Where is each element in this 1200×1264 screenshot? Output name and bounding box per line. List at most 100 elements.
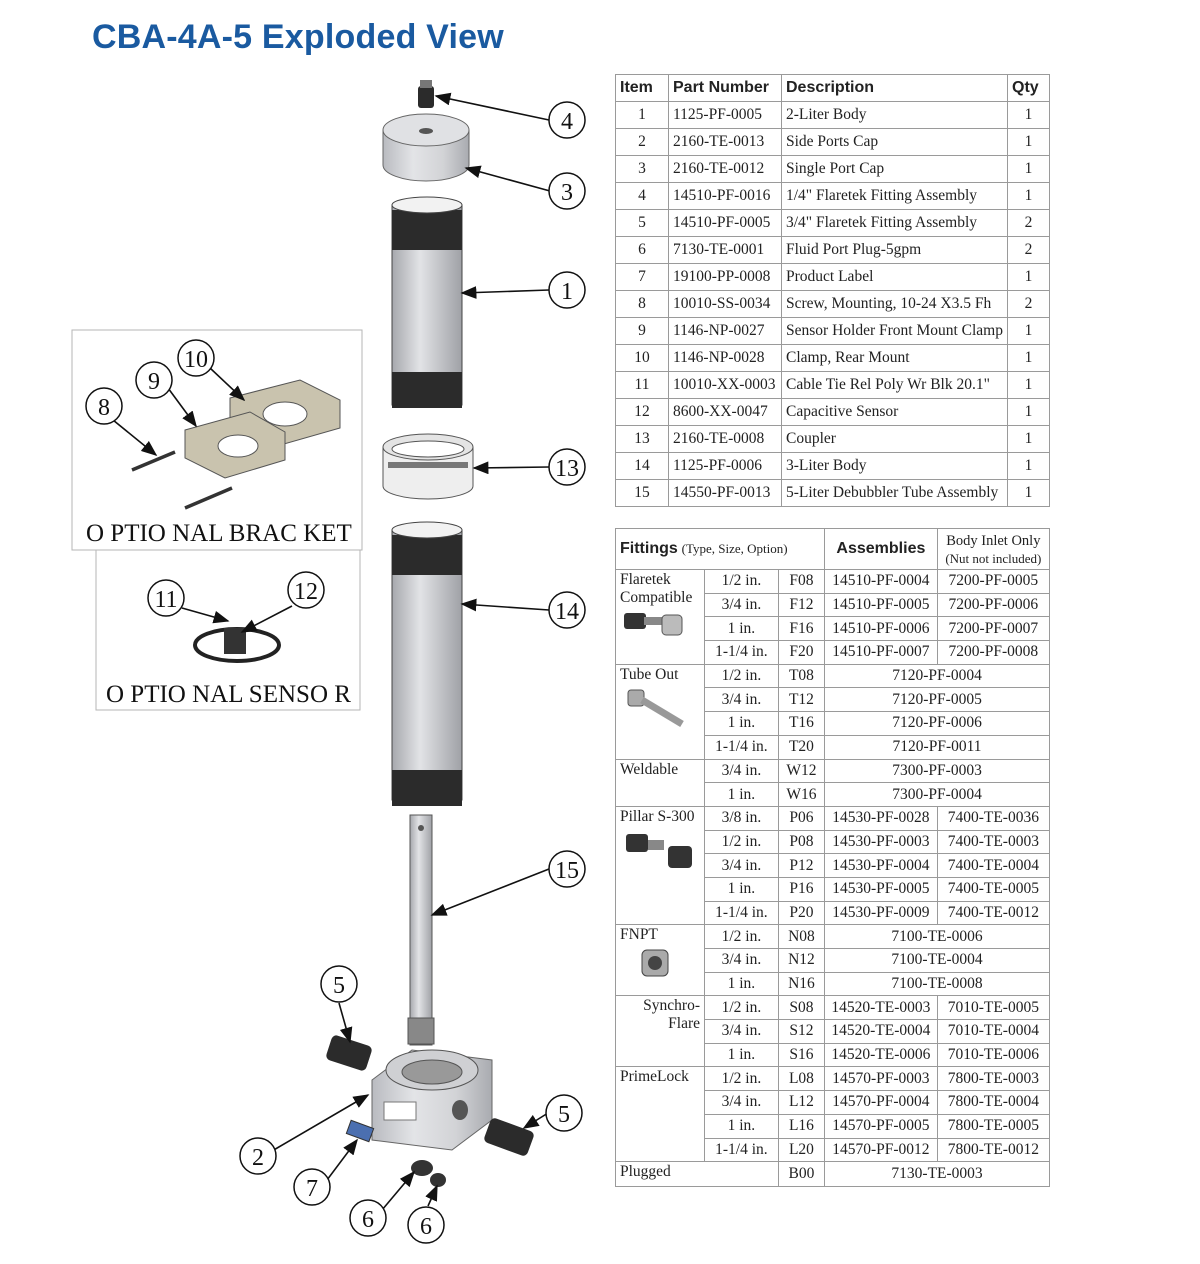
optional-bracket-label: O PTIO NAL BRAC KET — [86, 520, 352, 547]
svg-text:3: 3 — [561, 180, 573, 206]
optional-sensor-panel: O PTIO NAL SENSO R — [95, 549, 361, 711]
header-item: Item — [615, 74, 669, 102]
svg-text:1: 1 — [561, 279, 573, 305]
fnpt-fitting-icon — [641, 949, 669, 977]
debubbler-tube — [407, 814, 435, 1046]
callout-3 — [548, 172, 586, 210]
svg-text:8: 8 — [98, 395, 110, 421]
table-row: 3/4 in. L12 14570-PF-0004 7800-TE-0004 — [616, 1090, 1051, 1115]
table-row: 1-1/4 in. F20 14510-PF-0007 7200-PF-0008 — [616, 640, 1051, 665]
parts-table-header: Item Part Number Description Qty — [615, 74, 1050, 102]
family-plugged: Plugged — [615, 1161, 779, 1187]
table-row: PrimeLock 1/2 in. L08 14570-PF-0003 7800… — [615, 1066, 1051, 1163]
table-row: Weldable 3/4 in. W12 7300-PF-0003 — [615, 758, 1050, 807]
svg-text:5: 5 — [333, 973, 345, 999]
svg-text:14: 14 — [555, 599, 579, 625]
optional-sensor-label: O PTIO NAL SENSO R — [106, 681, 351, 708]
svg-text:11: 11 — [154, 587, 177, 613]
svg-text:2: 2 — [252, 1145, 264, 1171]
callout-circles: 4 3 1 13 14 15 5 5 2 7 6 6 10 9 8 11 12 — [85, 101, 586, 1244]
table-row: 1-1/4 in. T20 7120-PF-0011 — [616, 734, 1050, 760]
callout-2 — [239, 1137, 277, 1175]
callout-6-left — [349, 1199, 387, 1237]
coupler — [382, 433, 474, 500]
callout-10 — [177, 339, 215, 377]
leader-lines — [112, 92, 551, 1211]
table-row: Synchro- Flare 1/2 in. S08 14520-TE-0003… — [615, 995, 1051, 1068]
product-label — [345, 1119, 375, 1143]
callout-6-right — [407, 1206, 445, 1244]
header-assemblies: Assemblies — [824, 528, 938, 570]
callout-7 — [293, 1168, 331, 1206]
callout-4 — [548, 101, 586, 139]
capacitive-sensor — [224, 628, 246, 654]
callout-12 — [287, 571, 325, 609]
table-row: 1 in. L16 14570-PF-0005 7800-TE-0005 — [616, 1113, 1051, 1139]
header-part-number: Part Number — [668, 74, 782, 102]
mounting-screw-1 — [131, 450, 176, 472]
optional-bracket-panel: O PTIO NAL BRAC KET — [71, 329, 363, 551]
single-port-cap — [382, 113, 470, 182]
table-row: Tube Out 1/2 in. T08 7120-PF-0004 — [615, 663, 1050, 760]
family-synchro-flare: Synchro- Flare — [615, 995, 705, 1068]
fittings-table-header: Fittings (Type, Size, Option) Assemblies… — [614, 528, 1051, 570]
table-row: 1 in. P16 14530-PF-0005 7400-TE-0005 — [616, 876, 1051, 902]
callout-5-left — [320, 965, 358, 1003]
side-fitting-right — [484, 1118, 534, 1156]
callout-15 — [548, 850, 586, 888]
svg-text:7: 7 — [306, 1176, 318, 1202]
table-row: Flaretek Compatible 1/2 in. F08 14510-PF… — [615, 569, 1051, 665]
svg-text:6: 6 — [420, 1214, 432, 1240]
svg-text:6: 6 — [362, 1207, 374, 1233]
table-row: Plugged B00 7130-TE-0003 — [615, 1161, 1050, 1187]
two-liter-body — [391, 196, 463, 408]
svg-text:4: 4 — [561, 109, 573, 135]
family-primelock: PrimeLock — [615, 1066, 705, 1163]
table-row: FNPT 1/2 in. N08 7100-TE-0006 — [615, 924, 1050, 997]
table-row: 1 in. N16 7100-TE-0008 — [616, 971, 1050, 997]
callout-11 — [147, 579, 185, 617]
family-fnpt: FNPT — [615, 924, 705, 997]
side-ports-cap — [371, 1049, 493, 1151]
table-row: 1 in. S16 14520-TE-0006 7010-TE-0006 — [616, 1042, 1051, 1068]
table-row: 1 in. W16 7300-PF-0004 — [616, 782, 1050, 807]
pillar-fitting-icon — [626, 833, 692, 868]
svg-text:5: 5 — [558, 1102, 570, 1128]
callout-5-right — [545, 1094, 583, 1132]
table-row: 1/2 in. P08 14530-PF-0003 7400-TE-0003 — [616, 829, 1051, 855]
flaretek-fitting-icon — [624, 613, 683, 636]
table-row: 3/4 in. T12 7120-PF-0005 — [616, 687, 1050, 713]
exploded-view-diagram: O PTIO NAL BRAC KET O PTIO NAL SENSO R — [71, 80, 586, 1244]
flaretek-fitting-top — [418, 80, 434, 108]
header-qty: Qty — [1007, 74, 1050, 102]
family-tube-out: Tube Out — [615, 663, 705, 760]
family-pillar: Pillar S-300 — [615, 805, 705, 926]
callout-13 — [548, 448, 586, 486]
side-fitting-left — [326, 1035, 372, 1071]
fluid-port-plug-1 — [411, 1160, 433, 1176]
callout-14 — [548, 591, 586, 629]
header-body-inlet: Body Inlet Only (Nut not included) — [936, 528, 1051, 570]
callout-8 — [85, 387, 123, 425]
callout-9 — [135, 361, 173, 399]
svg-text:13: 13 — [555, 456, 579, 482]
front-mount-clamp — [184, 411, 286, 479]
header-description: Description — [781, 74, 1008, 102]
fittings-table: Fittings (Type, Size, Option) Assemblies… — [614, 528, 1051, 1187]
tube-out-fitting-icon — [627, 689, 684, 727]
